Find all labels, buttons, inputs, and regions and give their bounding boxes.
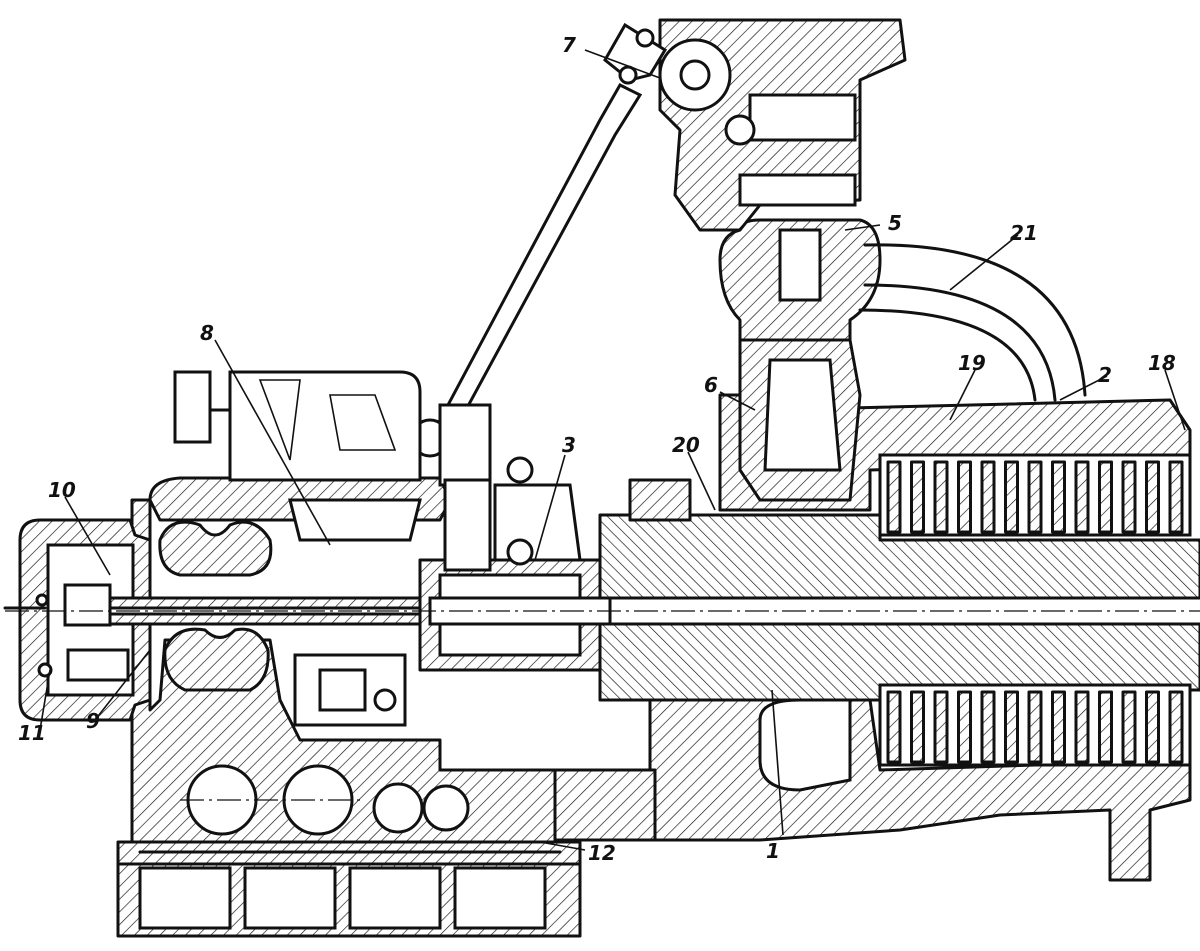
blade-row [933,690,949,764]
blade-row [1145,460,1160,534]
blade-row [957,460,972,534]
blade-row [1168,460,1184,534]
callout-5: 5 [888,211,902,235]
valve-linkage-rod [410,22,668,458]
foundation-frame [116,840,582,938]
steam-valve-chest [658,18,907,502]
blade-stages-lower [878,683,1192,767]
blade-row [1027,690,1043,764]
blade-row [886,460,902,534]
callout-7: 7 [562,33,576,57]
blade-row [1121,690,1137,764]
blade-row [910,460,925,534]
blade-row [1074,690,1090,764]
blade-row [933,460,949,534]
callout-6: 6 [704,373,718,397]
blade-row [1121,460,1137,534]
blade-row [1098,690,1113,764]
callout-8: 8 [200,321,214,345]
blade-row [1168,690,1184,764]
callout-labels: 1 2 3 5 6 7 8 9 10 11 12 18 19 20 21 [18,33,1176,865]
blade-row [1074,460,1090,534]
steam-inlet-pipe [858,243,1087,402]
callout-9: 9 [86,709,100,733]
callout-12: 12 [588,841,616,865]
blade-row [980,690,996,764]
callout-10: 10 [48,478,76,502]
blade-row [1004,690,1019,764]
blade-stages-upper [878,453,1192,537]
blade-row [1051,690,1066,764]
rotor-shaft [5,558,1200,672]
blade-row [1145,690,1160,764]
callout-3: 3 [562,433,576,457]
blade-row [1027,460,1043,534]
callout-19: 19 [958,351,986,375]
callout-leaders [39,49,1186,851]
oil-pump-impeller [158,520,407,727]
callout-18: 18 [1148,351,1176,375]
blade-row [886,690,902,764]
blade-row [980,460,996,534]
callout-1: 1 [766,839,780,863]
blade-row [1004,460,1019,534]
callout-21: 21 [1010,221,1038,245]
callout-20: 20 [672,433,700,457]
callout-11: 11 [18,721,46,745]
blade-row [910,690,925,764]
blade-row [1051,460,1066,534]
callout-2: 2 [1098,363,1112,387]
blade-row [957,690,972,764]
main-rotor [598,513,1200,702]
blade-row [1098,460,1113,534]
